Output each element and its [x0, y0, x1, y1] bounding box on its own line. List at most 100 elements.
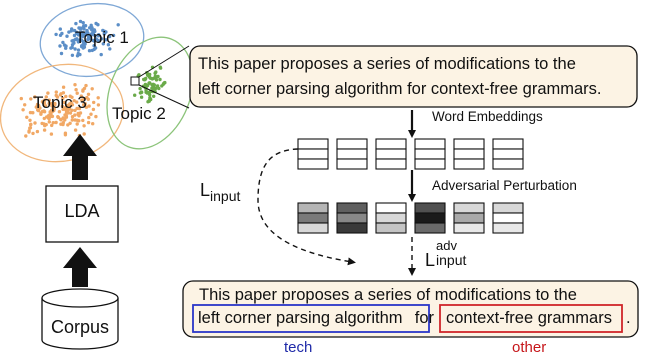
topic-point [44, 95, 48, 99]
topic-point [81, 118, 85, 123]
topic-point [70, 103, 75, 107]
l-input-base: L [200, 180, 211, 200]
topic-point [93, 46, 98, 50]
topic-point [54, 90, 58, 94]
topic-point [70, 115, 75, 119]
topic-point [101, 28, 105, 33]
topic-point [158, 77, 162, 82]
topic-point [133, 93, 137, 97]
topic-point [153, 74, 157, 79]
topic-point [23, 103, 27, 107]
topic-point [108, 47, 112, 51]
topic-point [96, 96, 100, 100]
embedding-cell [336, 212, 368, 224]
embedding-cell [375, 212, 407, 224]
topic-point [36, 108, 40, 112]
topic-point [49, 132, 54, 136]
embedding-cell [336, 148, 368, 160]
topic-point [47, 98, 51, 102]
topic-point [88, 36, 93, 40]
topic-point [56, 115, 60, 119]
topic-point [73, 47, 77, 51]
topic-point [157, 86, 161, 91]
topic-point [87, 49, 92, 53]
topic-point [73, 128, 78, 132]
topic-point [42, 116, 46, 121]
embedding-cell [375, 222, 407, 234]
topic-2-label: Topic 2 [112, 104, 166, 123]
topic-point [70, 118, 75, 122]
topic-point [86, 97, 91, 102]
topic-point [154, 86, 158, 91]
topic-point [66, 123, 70, 127]
topic-point [29, 123, 33, 127]
l-adv-base: L [425, 250, 436, 270]
embedding-cell [453, 202, 485, 214]
output-middle-word: for [414, 309, 434, 327]
topic-point [60, 31, 64, 36]
embedding-cell [453, 212, 485, 224]
word-embedding-vectors [297, 138, 524, 170]
topic-point [89, 23, 93, 27]
embedding-cell [414, 202, 446, 214]
topic-3-ellipse [0, 63, 125, 163]
topic-point [53, 103, 57, 107]
topic-point [92, 100, 96, 105]
topic-point [83, 32, 88, 37]
topic-point [33, 121, 37, 125]
perturbed-embedding-vectors [297, 202, 524, 234]
embedding-cell [492, 158, 524, 170]
perturbed-vector [414, 202, 446, 234]
topic-point [60, 104, 65, 109]
embedding-cell [297, 222, 329, 234]
topic-point [150, 83, 154, 87]
topic-point [86, 92, 91, 97]
topic-point [73, 83, 77, 87]
topic-point [90, 87, 94, 91]
topic-point [87, 115, 91, 120]
topic-point [76, 112, 80, 117]
topic-point [54, 120, 58, 125]
topic-point [35, 104, 40, 108]
topic-point [47, 120, 51, 124]
other-tag-label: other [512, 339, 547, 356]
embedding-cell [414, 148, 446, 160]
tech-tag-label: tech [284, 339, 313, 356]
topic-point [43, 104, 48, 108]
output-end-punct: . [626, 309, 631, 327]
topic-point [158, 65, 162, 69]
perturbed-vector [336, 202, 368, 234]
topic-clusters [0, 2, 194, 163]
topic-point [72, 28, 77, 33]
topic-3-points [19, 83, 101, 138]
topic-point [82, 124, 86, 128]
topic-point [63, 133, 68, 137]
l-adv-superscript: adv [436, 238, 457, 253]
perturbed-vector [297, 202, 329, 234]
topic-point [58, 44, 62, 48]
l-input-label: Linput [200, 180, 240, 204]
topic-point [31, 131, 35, 136]
topic-point [87, 104, 91, 108]
topic-point [68, 94, 72, 98]
topic-point [54, 32, 58, 37]
topic-point [27, 130, 31, 134]
topic-point [62, 117, 66, 121]
topic-point [81, 21, 85, 25]
topic-point [44, 122, 48, 127]
topic-point [91, 30, 95, 35]
topic-point [83, 102, 87, 106]
embedding-cell [414, 158, 446, 170]
topic-point [75, 122, 79, 126]
corpus-to-lda-arrow [63, 247, 97, 287]
topic-point [24, 134, 28, 138]
topic-point [82, 42, 86, 47]
topic-point [96, 34, 101, 38]
embedding-cell [297, 158, 329, 170]
embedding-cell [375, 158, 407, 170]
embedding-cell [375, 148, 407, 160]
topic-point [152, 94, 156, 99]
embedding-cell [492, 148, 524, 160]
zoom-line-top [138, 45, 190, 78]
topic-point [73, 118, 77, 122]
